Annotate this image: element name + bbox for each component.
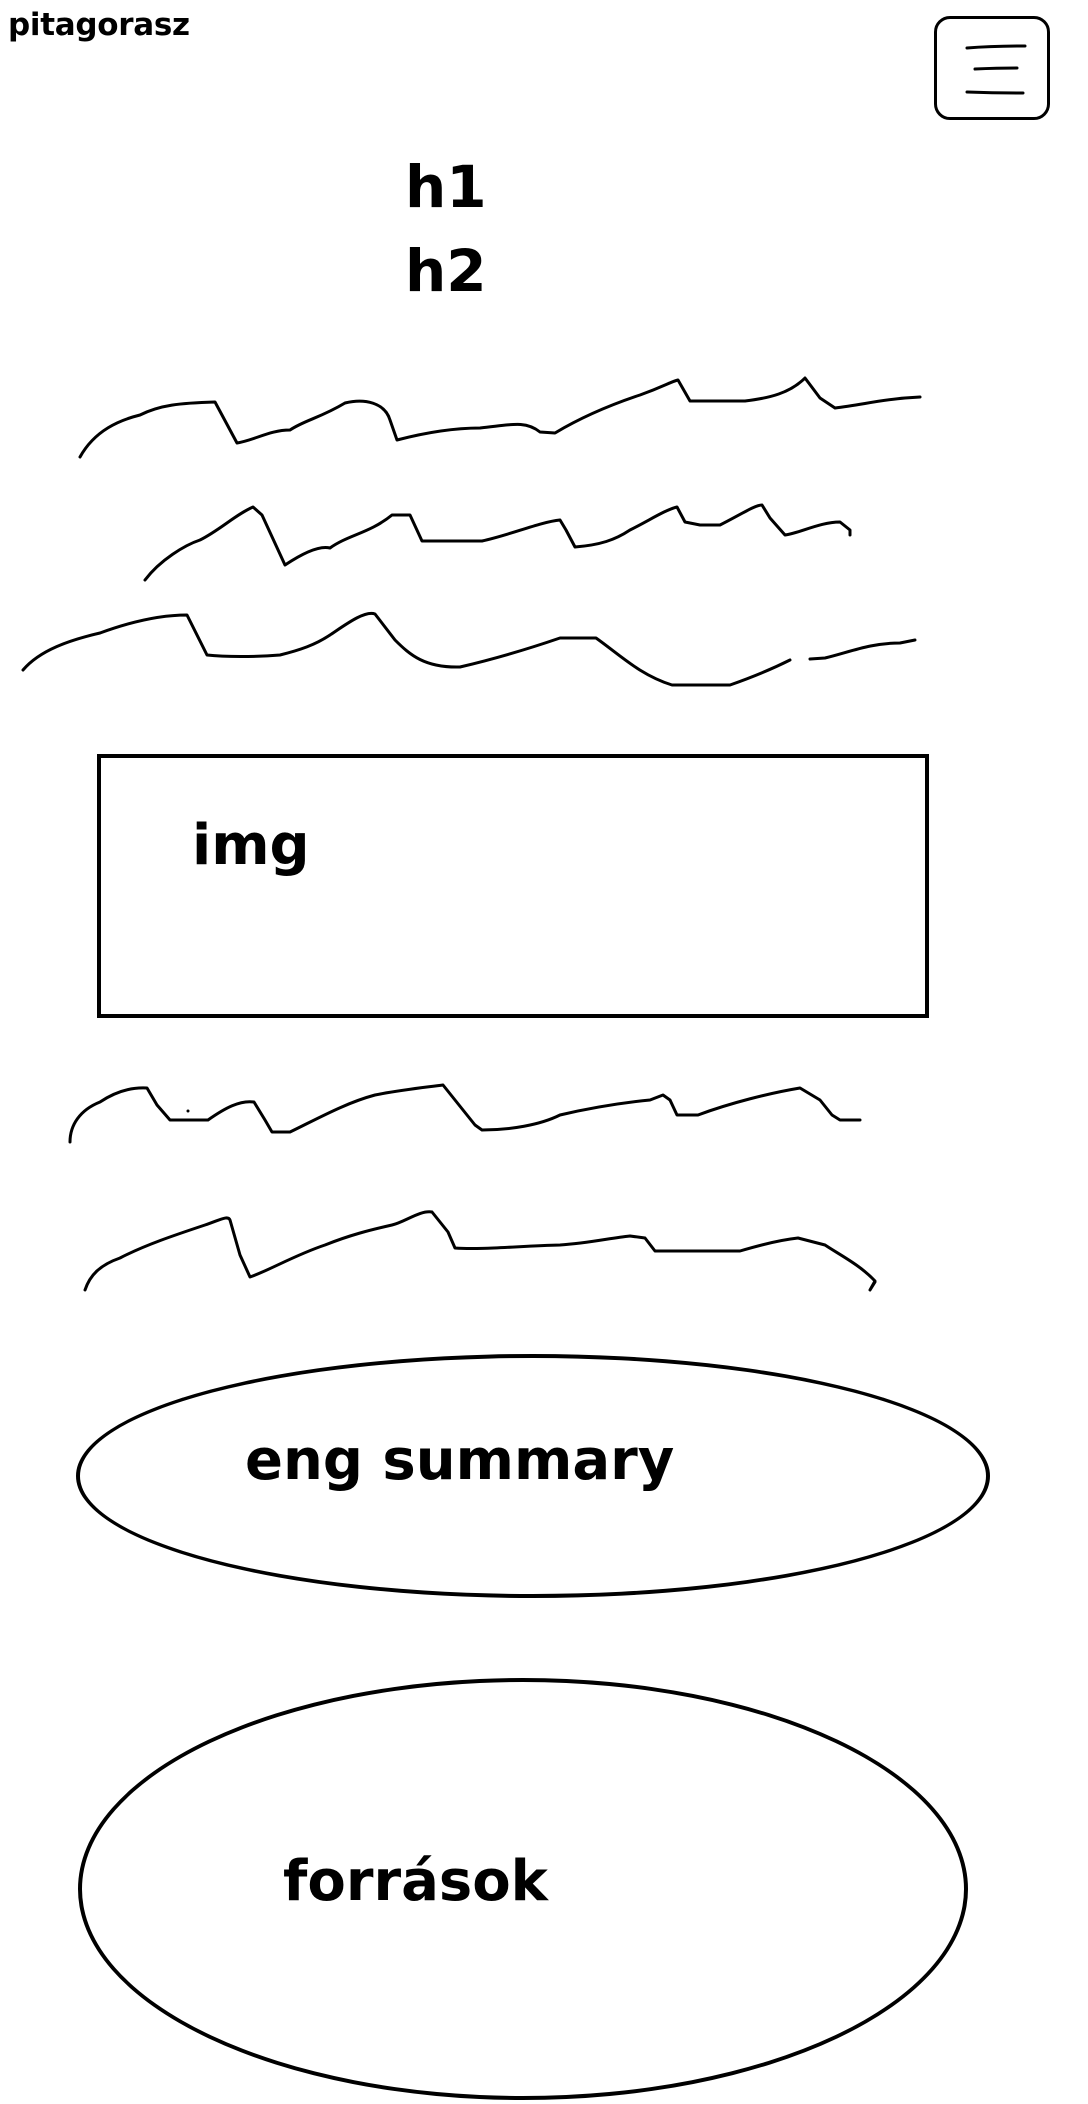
scribble-dot <box>186 1109 190 1113</box>
heading-h2: h2 <box>405 237 487 305</box>
sources-label: források <box>283 1849 548 1914</box>
site-name[interactable]: pitagorasz <box>8 7 190 43</box>
image-placeholder: img <box>97 754 929 1018</box>
menu-button[interactable] <box>934 16 1050 120</box>
hamburger-menu-icon <box>965 44 1027 95</box>
scribble-line-3 <box>21 611 917 687</box>
sources-section[interactable]: források <box>78 1678 968 2100</box>
scribble-line-4 <box>68 1083 862 1144</box>
heading-h1: h1 <box>405 153 487 221</box>
image-placeholder-label: img <box>192 813 310 878</box>
english-summary-section[interactable]: eng summary <box>76 1354 990 1598</box>
scribble-line-1 <box>78 376 922 459</box>
english-summary-label: eng summary <box>245 1428 675 1493</box>
scribble-line-2 <box>143 503 852 582</box>
scribble-line-5 <box>83 1210 877 1292</box>
